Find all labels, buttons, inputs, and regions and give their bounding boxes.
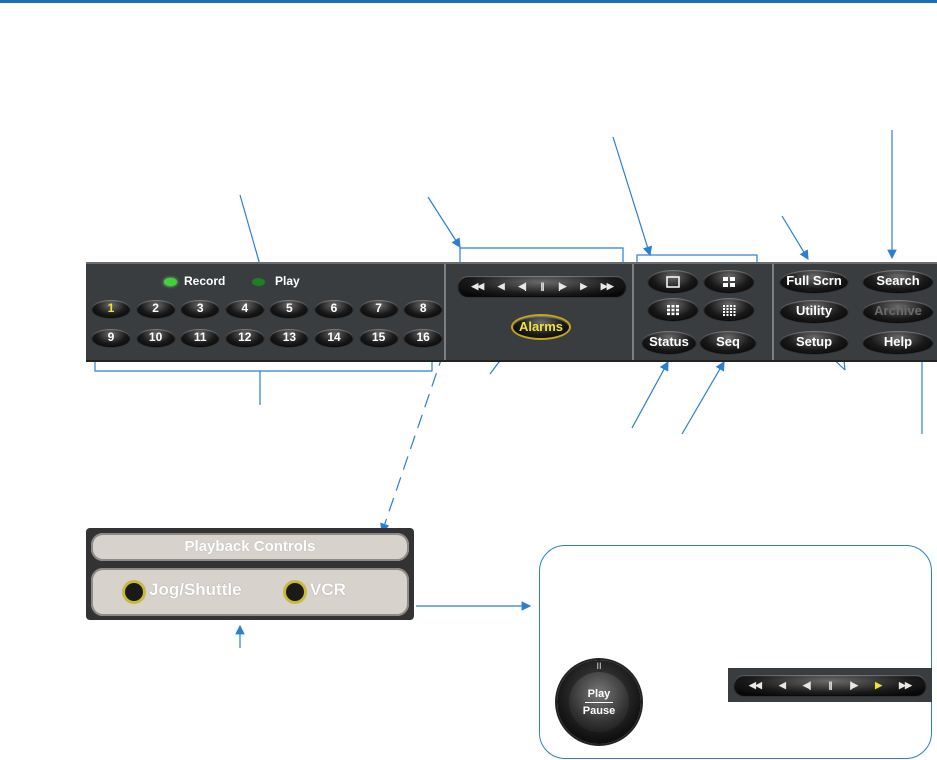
play-icon[interactable]: ▶ <box>875 679 882 690</box>
single-view-button[interactable] <box>648 270 698 292</box>
nine-view-icon <box>667 304 679 315</box>
jog-shuttle-radio[interactable] <box>125 583 143 601</box>
quad-view-button[interactable] <box>704 270 754 292</box>
fast-forward-icon[interactable]: ▶▶ <box>600 280 614 291</box>
record-led-icon <box>164 278 177 286</box>
camera-button-2[interactable]: 2 <box>136 300 175 317</box>
fast-rewind-icon[interactable]: ◀◀ <box>471 280 484 291</box>
camera-button-3[interactable]: 3 <box>181 300 220 317</box>
camera-button-11[interactable]: 11 <box>181 329 220 346</box>
play-led-icon <box>252 278 265 286</box>
camera-button-16[interactable]: 16 <box>404 329 443 346</box>
playback-mode-selector: Jog/Shuttle VCR <box>91 568 409 616</box>
divider <box>632 264 634 360</box>
step-back-icon[interactable]: ◀| <box>802 679 812 690</box>
fast-forward-icon[interactable]: ▶▶ <box>899 679 912 690</box>
utility-button[interactable]: Utility <box>780 300 848 322</box>
step-forward-icon[interactable]: |▶ <box>849 679 859 690</box>
pause-icon[interactable]: || <box>828 680 832 690</box>
camera-button-6[interactable]: 6 <box>315 300 353 317</box>
nine-view-button[interactable] <box>648 298 698 320</box>
step-back-icon[interactable]: ◀| <box>518 280 527 291</box>
knob-play-label: Play <box>587 688 611 700</box>
knob-divider <box>585 702 613 703</box>
pause-icon[interactable]: || <box>540 281 544 291</box>
rewind-icon[interactable]: ◀ <box>778 679 786 690</box>
jog-shuttle-label: Jog/Shuttle <box>149 580 242 599</box>
seq-button[interactable]: Seq <box>700 331 756 353</box>
single-view-icon <box>666 275 680 288</box>
sixteen-view-button[interactable] <box>704 298 754 320</box>
camera-button-14[interactable]: 14 <box>315 329 353 346</box>
knob-pause-label: Pause <box>582 705 616 717</box>
record-label: Record <box>184 274 226 288</box>
divider <box>772 264 774 360</box>
rewind-icon[interactable]: ◀ <box>497 280 505 291</box>
step-forward-icon[interactable]: |▶ <box>558 280 567 291</box>
divider <box>444 264 446 360</box>
playback-controls-title: Playback Controls <box>91 533 409 561</box>
camera-button-7[interactable]: 7 <box>359 300 398 317</box>
quad-view-icon <box>723 276 735 287</box>
playback-transport[interactable]: ◀◀ ◀ ◀| || |▶ ▶ ▶▶ <box>458 276 626 296</box>
camera-button-12[interactable]: 12 <box>225 329 264 346</box>
archive-button[interactable]: Archive <box>863 300 933 322</box>
full-scrn-button[interactable]: Full Scrn <box>780 270 848 292</box>
camera-button-4[interactable]: 4 <box>225 300 264 317</box>
play-pause-button[interactable]: Play Pause <box>569 672 629 732</box>
jog-shuttle-knob[interactable]: II Play Pause <box>557 660 641 744</box>
vcr-radio[interactable] <box>286 583 304 601</box>
camera-button-9[interactable]: 9 <box>92 329 130 346</box>
camera-button-8[interactable]: 8 <box>404 300 443 317</box>
camera-button-5[interactable]: 5 <box>270 300 309 317</box>
top-rule <box>0 0 937 3</box>
status-button[interactable]: Status <box>642 331 696 353</box>
setup-button[interactable]: Setup <box>780 331 848 353</box>
camera-button-13[interactable]: 13 <box>270 329 309 346</box>
search-button[interactable]: Search <box>863 270 933 292</box>
play-icon[interactable]: ▶ <box>580 280 587 291</box>
play-label: Play <box>275 274 300 288</box>
knob-pause-mark: II <box>596 661 602 671</box>
fast-rewind-icon[interactable]: ◀◀ <box>749 679 762 690</box>
camera-button-10[interactable]: 10 <box>136 329 175 346</box>
camera-button-15[interactable]: 15 <box>359 329 398 346</box>
help-button[interactable]: Help <box>863 331 933 353</box>
vcr-transport[interactable]: ◀◀ ◀ ◀| || |▶ ▶ ▶▶ <box>734 675 926 695</box>
vcr-label: VCR <box>310 580 346 599</box>
vcr-control-strip: ◀◀ ◀ ◀| || |▶ ▶ ▶▶ <box>728 668 932 702</box>
playback-controls-panel: Playback Controls Jog/Shuttle VCR <box>86 528 414 620</box>
alarms-button[interactable]: Alarms <box>513 316 569 338</box>
sixteen-view-icon <box>723 304 736 316</box>
camera-button-1[interactable]: 1 <box>92 300 130 317</box>
